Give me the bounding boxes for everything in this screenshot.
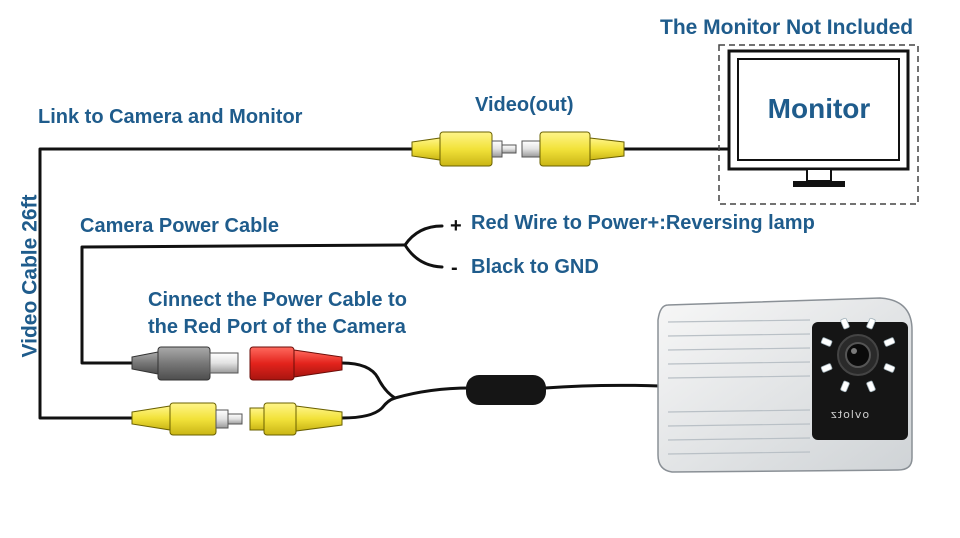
- yellow-plug-cable: [340, 396, 397, 420]
- yellow-video-male-connector: [131, 402, 243, 436]
- camera-led: [820, 363, 833, 373]
- video-out-label: Video(out): [475, 94, 574, 116]
- camera-lens: [845, 342, 871, 368]
- camera-led: [866, 317, 876, 330]
- merged-cable: [393, 386, 472, 400]
- power-split-plus: [403, 224, 444, 247]
- connect-power-label-line2: the Red Port of the Camera: [148, 316, 406, 338]
- monitor-graphic: [718, 44, 919, 205]
- power-split-minus: [403, 243, 444, 269]
- red-wire-label: Red Wire to Power+:Reversing lamp: [471, 212, 815, 234]
- video-out-male-connector: [521, 131, 625, 167]
- red-power-port: [249, 346, 343, 381]
- connect-power-label-line1: Cinnect the Power Cable to: [148, 289, 407, 311]
- camera-lens-glint: [851, 348, 857, 354]
- camera-led: [840, 380, 850, 393]
- link-camera-monitor-label: Link to Camera and Monitor: [38, 106, 303, 128]
- red-plug-cable: [340, 361, 397, 400]
- plus-sign: +: [450, 215, 462, 237]
- inline-filter-module: [466, 375, 546, 405]
- video-out-female-connector: [411, 131, 517, 167]
- camera-led: [866, 380, 876, 393]
- monitor-neck: [806, 168, 832, 182]
- gray-power-connector: [131, 346, 239, 381]
- camera-power-cable-label: Camera Power Cable: [80, 215, 279, 237]
- yellow-video-female-connector: [249, 402, 343, 436]
- camera-body: [812, 322, 908, 440]
- video-cable-26ft: [38, 147, 414, 420]
- power-cable: [80, 243, 407, 365]
- camera-led: [820, 337, 833, 347]
- monitor-label: Monitor: [767, 93, 871, 124]
- monitor-base: [793, 181, 845, 187]
- monitor-screen: [737, 58, 900, 161]
- cables: [38, 147, 732, 420]
- camera-cable: [543, 383, 662, 390]
- camera-brand-logo: ovlotz: [830, 408, 870, 421]
- camera-led-ring: [820, 317, 896, 393]
- camera-graphic: [657, 297, 913, 473]
- camera-led: [883, 363, 896, 373]
- camera-housing-ridges: [667, 319, 811, 455]
- black-gnd-label: Black to GND: [471, 256, 599, 278]
- camera-led: [883, 337, 896, 347]
- camera-led: [840, 317, 850, 330]
- video-cable-26ft-label: Video Cable 26ft: [18, 194, 42, 358]
- minus-sign: -: [451, 257, 458, 279]
- monitor-not-included-label: The Monitor Not Included: [660, 16, 914, 39]
